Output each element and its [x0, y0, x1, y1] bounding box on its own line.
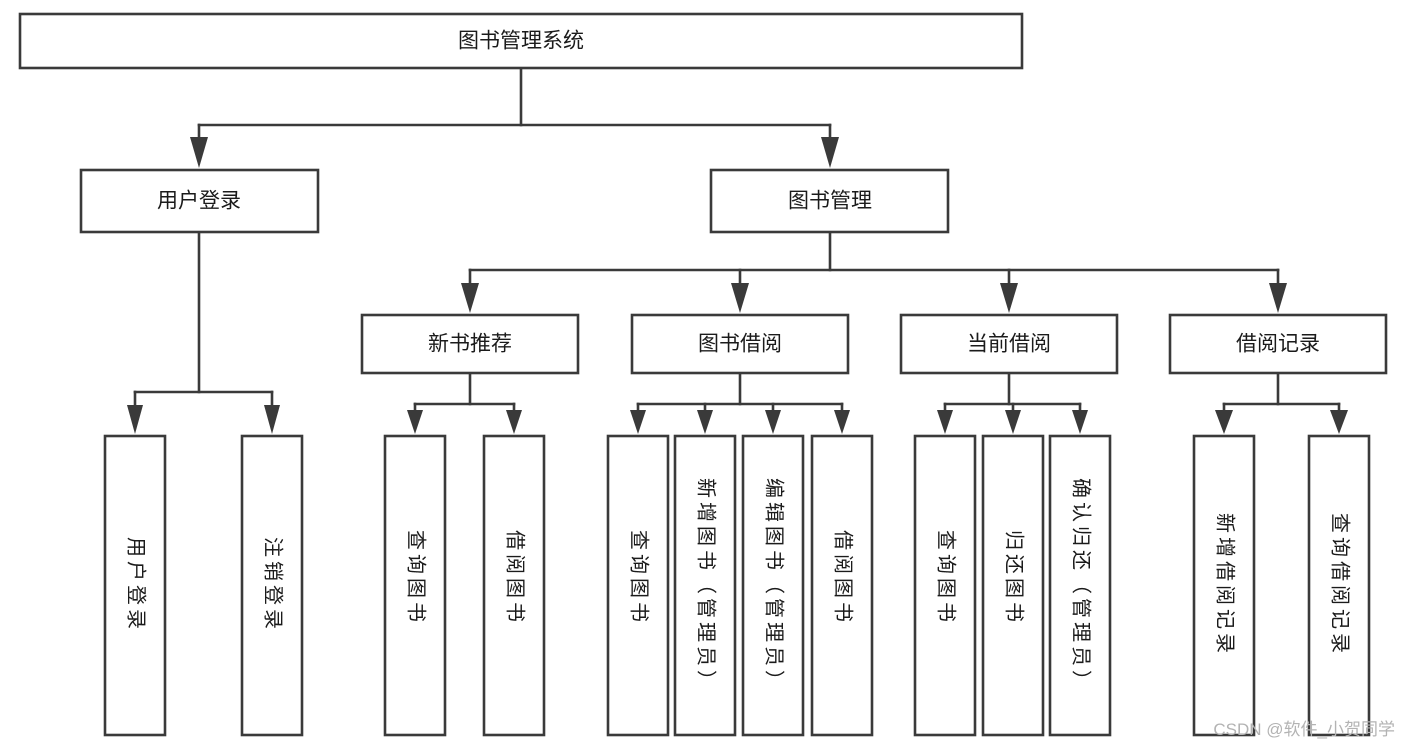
- node-book-borrow-box[interactable]: [630, 313, 850, 375]
- node-leaf-logout-login-label: 注销登录: [262, 537, 285, 633]
- node-current-borrow-box[interactable]: [899, 313, 1119, 375]
- arrow-head-user-login: [190, 137, 208, 168]
- connector-group-root: [190, 66, 839, 168]
- arrow-head-current-borrow: [1000, 283, 1018, 313]
- node-user-login[interactable]: 用户登录: [79, 168, 320, 234]
- node-new-book-recommend-box[interactable]: [360, 313, 580, 375]
- node-leaf-query-book-2[interactable]: 查询图书: [606, 434, 670, 737]
- arrow-head-book-management: [821, 137, 839, 168]
- node-leaf-confirm-return-box[interactable]: [1048, 434, 1112, 737]
- node-leaf-user-login-label: 用户登录: [125, 537, 148, 633]
- node-leaf-query-book-3-box[interactable]: [913, 434, 977, 737]
- node-leaf-borrow-book-1[interactable]: 借阅图书: [482, 434, 546, 737]
- node-user-login-label: 用户登录: [157, 190, 241, 213]
- node-leaf-query-book-1-box[interactable]: [383, 434, 447, 737]
- arrow-head-borrow-record: [1269, 283, 1287, 313]
- arrow-head-leaf-query-book-3: [937, 410, 953, 434]
- node-borrow-record-label: 借阅记录: [1236, 333, 1320, 356]
- node-leaf-query-book-3[interactable]: 查询图书: [913, 434, 977, 737]
- node-new-book-recommend-label: 新书推荐: [428, 333, 512, 356]
- node-root-box[interactable]: [18, 12, 1024, 70]
- arrow-head-leaf-add-record: [1215, 410, 1233, 434]
- connector-group-current-borrow: [937, 371, 1088, 434]
- node-leaf-query-book-1[interactable]: 查询图书: [383, 434, 447, 737]
- node-leaf-edit-book-box[interactable]: [741, 434, 805, 737]
- arrow-head-leaf-borrow-book-2: [834, 410, 850, 434]
- node-user-login-box[interactable]: [79, 168, 320, 234]
- node-borrow-record-box[interactable]: [1168, 313, 1388, 375]
- node-leaf-confirm-return-label: 确认归还（管理员）: [1070, 478, 1093, 694]
- arrow-head-leaf-confirm-return: [1072, 410, 1088, 434]
- arrow-head-leaf-logout-login: [264, 405, 280, 434]
- node-book-management-label: 图书管理: [788, 190, 872, 213]
- node-leaf-borrow-book-1-box[interactable]: [482, 434, 546, 737]
- node-book-borrow[interactable]: 图书借阅: [630, 313, 850, 375]
- arrow-head-new-book-recommend: [461, 283, 479, 313]
- node-leaf-logout-login[interactable]: 注销登录: [240, 434, 304, 737]
- connector-group-new-book-recommend: [407, 371, 522, 434]
- connector-group-user-login: [127, 230, 280, 434]
- node-book-management-box[interactable]: [709, 168, 950, 234]
- node-leaf-query-record-label: 查询借阅记录: [1329, 513, 1352, 657]
- node-leaf-query-book-1-label: 查询图书: [405, 530, 428, 626]
- node-root-label: 图书管理系统: [458, 30, 584, 53]
- arrow-head-leaf-return-book: [1005, 410, 1021, 434]
- node-leaf-add-record-box[interactable]: [1192, 434, 1256, 737]
- node-leaf-query-record-box[interactable]: [1307, 434, 1371, 737]
- node-current-borrow-label: 当前借阅: [967, 333, 1051, 356]
- node-leaf-add-record-label: 新增借阅记录: [1214, 513, 1237, 657]
- node-leaf-query-book-3-label: 查询图书: [935, 530, 958, 626]
- node-borrow-record[interactable]: 借阅记录: [1168, 313, 1388, 375]
- arrow-head-leaf-query-book-1: [407, 410, 423, 434]
- node-root[interactable]: 图书管理系统: [18, 12, 1024, 70]
- watermark-text: CSDN @软件_小贺同学: [1213, 720, 1395, 739]
- arrow-head-leaf-edit-book: [765, 410, 781, 434]
- node-leaf-user-login[interactable]: 用户登录: [103, 434, 167, 737]
- connector-group-borrow-record: [1215, 371, 1348, 434]
- node-leaf-confirm-return[interactable]: 确认归还（管理员）: [1048, 434, 1112, 737]
- node-leaf-add-book-box[interactable]: [673, 434, 737, 737]
- node-leaf-user-login-box[interactable]: [103, 434, 167, 737]
- arrow-head-leaf-borrow-book-1: [506, 410, 522, 434]
- node-leaf-query-book-2-label: 查询图书: [628, 530, 651, 626]
- node-new-book-recommend[interactable]: 新书推荐: [360, 313, 580, 375]
- arrow-head-leaf-query-book-2: [630, 410, 646, 434]
- node-leaf-borrow-book-2-box[interactable]: [810, 434, 874, 737]
- node-leaf-edit-book[interactable]: 编辑图书（管理员）: [741, 434, 805, 737]
- node-leaf-borrow-book-2-label: 借阅图书: [832, 530, 855, 626]
- arrow-head-book-borrow: [731, 283, 749, 313]
- node-leaf-add-book-label: 新增图书（管理员）: [695, 478, 718, 694]
- node-leaf-return-book-label: 归还图书: [1003, 530, 1026, 626]
- arrow-head-leaf-add-book: [697, 410, 713, 434]
- node-leaf-borrow-book-2[interactable]: 借阅图书: [810, 434, 874, 737]
- node-leaf-logout-login-box[interactable]: [240, 434, 304, 737]
- arrow-head-leaf-user-login: [127, 405, 143, 434]
- node-book-borrow-label: 图书借阅: [698, 333, 782, 356]
- node-leaf-return-book-box[interactable]: [981, 434, 1045, 737]
- node-book-management[interactable]: 图书管理: [709, 168, 950, 234]
- node-current-borrow[interactable]: 当前借阅: [899, 313, 1119, 375]
- node-leaf-edit-book-label: 编辑图书（管理员）: [763, 478, 786, 694]
- arrow-head-leaf-query-record: [1330, 410, 1348, 434]
- connector-group-book-borrow: [630, 371, 850, 434]
- node-leaf-query-book-2-box[interactable]: [606, 434, 670, 737]
- node-leaf-add-book[interactable]: 新增图书（管理员）: [673, 434, 737, 737]
- node-leaf-add-record[interactable]: 新增借阅记录: [1192, 434, 1256, 737]
- node-leaf-return-book[interactable]: 归还图书: [981, 434, 1045, 737]
- node-leaf-borrow-book-1-label: 借阅图书: [504, 530, 527, 626]
- node-leaf-query-record[interactable]: 查询借阅记录: [1307, 434, 1371, 737]
- connector-group-book-management: [461, 230, 1287, 313]
